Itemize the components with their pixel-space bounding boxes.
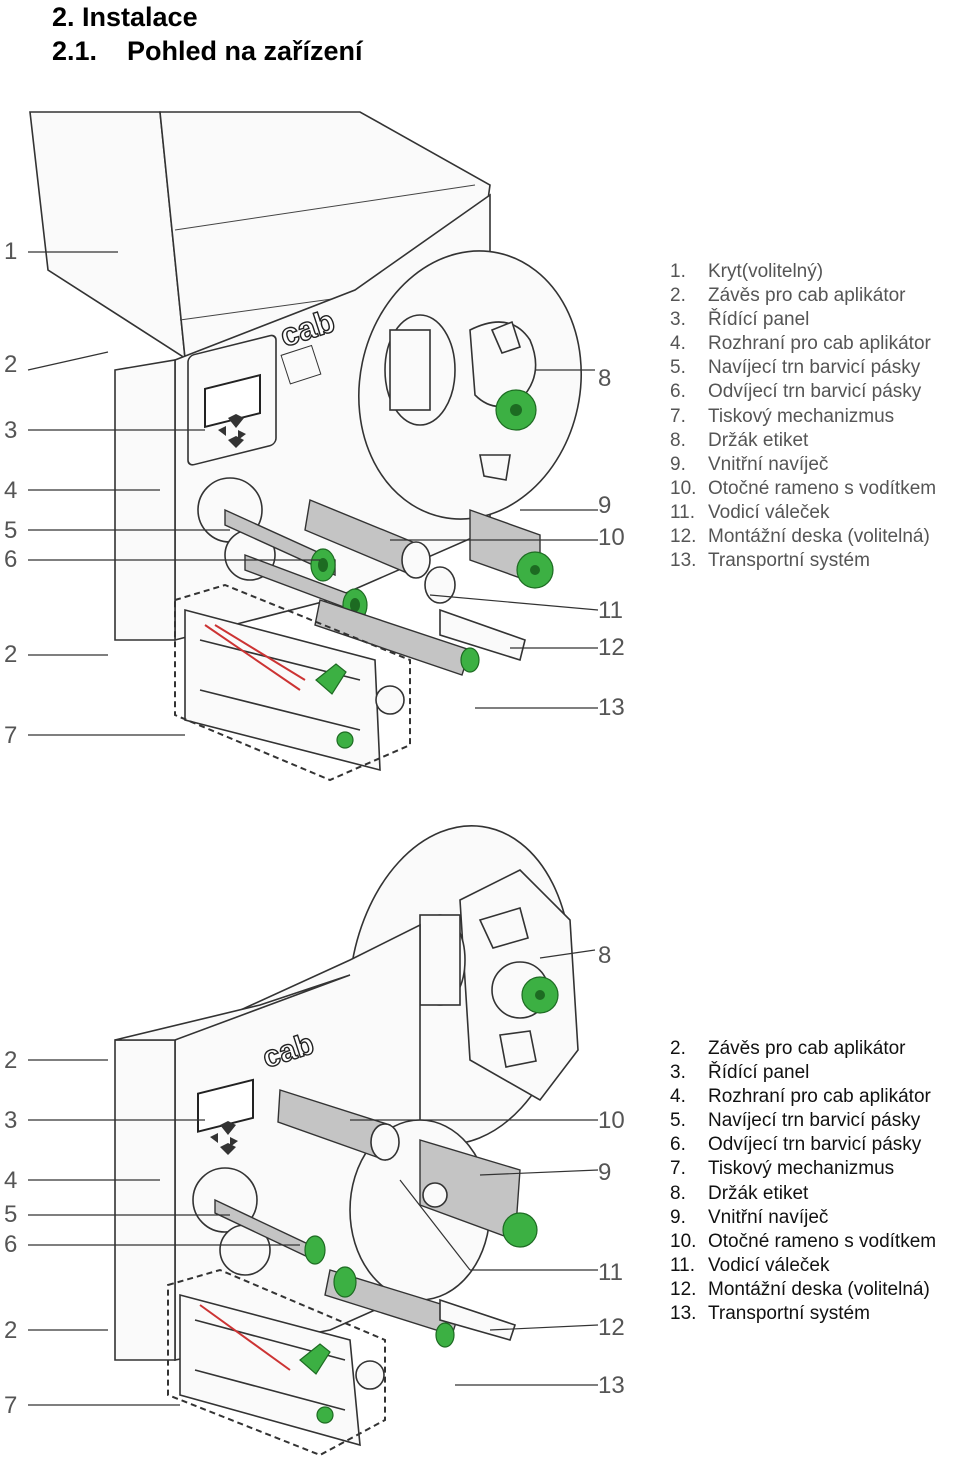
callout-10: 10 [598, 524, 625, 551]
figure-2-callouts: 2 3 4 5 6 2 7 8 10 9 11 12 13 [4, 942, 625, 1419]
callout-12: 12 [598, 634, 625, 661]
legend-item: 9.Vnitřní navíječ [670, 453, 829, 475]
callout-9: 9 [598, 492, 611, 519]
callout-13-f2: 13 [598, 1372, 625, 1399]
legend-item: 3.Řídící panel [670, 1062, 810, 1084]
callout-8-f2: 8 [598, 942, 611, 969]
legend-item: 8.Držák etiket [670, 429, 809, 451]
legend-item: 2.Závěs pro cab aplikátor [670, 1038, 906, 1059]
callout-11: 11 [598, 597, 623, 624]
spindles-part-2 [192, 1089, 538, 1348]
legend-item: 3.Řídící panel [670, 309, 810, 331]
figure-2-leaders [28, 949, 599, 1406]
callout-9-f2: 9 [598, 1159, 611, 1186]
callout-4: 4 [4, 477, 17, 504]
legend-item: 10.Otočné rameno s vodítkem [670, 477, 937, 499]
figure-1-device: cab [4, 111, 625, 782]
label-holder-part [358, 250, 582, 520]
print-mechanism-part [174, 583, 411, 782]
callout-5: 5 [4, 517, 17, 544]
legend-item: 9.Vnitřní navíječ [670, 1206, 829, 1228]
callout-7: 7 [4, 722, 17, 749]
legend-item: 13.Transportní systém [670, 550, 870, 572]
legend-item: 1.Kryt(volitelný) [670, 261, 824, 282]
legend-item: 5.Navíjecí trn barvicí pásky [670, 357, 921, 379]
subsection-title: Pohled na zařízení [127, 36, 363, 66]
section-heading: 2. Instalace [52, 2, 198, 32]
callout-6: 6 [4, 546, 17, 573]
callout-12-f2: 12 [598, 1314, 625, 1341]
subsection-number: 2.1. [52, 36, 98, 66]
callout-2b: 2 [4, 641, 17, 668]
callout-3-f2: 3 [4, 1107, 17, 1134]
callout-11-f2: 11 [598, 1259, 623, 1286]
legend-item: 7.Tiskový mechanizmus [670, 405, 895, 427]
legend-item: 4.Rozhraní pro cab aplikátor [670, 1086, 931, 1108]
callout-2: 2 [4, 351, 17, 378]
figure-1-callouts: 1 2 3 4 5 6 2 7 8 9 10 11 12 13 [4, 238, 625, 749]
legend-figure-1: 1.Kryt(volitelný) 2.Závěs pro cab apliká… [670, 260, 936, 573]
legend-item: 5.Navíjecí trn barvicí pásky [670, 1110, 921, 1132]
legend-item: 6.Odvíjecí trn barvicí pásky [670, 381, 922, 403]
legend-item: 7.Tiskový mechanizmus [670, 1158, 895, 1180]
callout-5-f2: 5 [4, 1201, 17, 1228]
legend-item: 2.Závěs pro cab aplikátor [670, 285, 906, 307]
legend-item: 11.Vodicí váleček [670, 501, 830, 523]
legend-item: 6.Odvíjecí trn barvicí pásky [670, 1134, 922, 1156]
legend-item: 4.Rozhraní pro cab aplikátor [670, 333, 931, 355]
callout-3: 3 [4, 417, 17, 444]
legend-item: 12.Montážní deska (volitelná) [670, 1278, 930, 1300]
callout-1: 1 [4, 238, 17, 265]
legend-item: 10.Otočné rameno s vodítkem [670, 1230, 937, 1252]
legend-item: 8.Držák etiket [670, 1182, 809, 1204]
figure-2-device: cab [4, 825, 625, 1457]
callout-2b-f2: 2 [4, 1317, 17, 1344]
callout-7-f2: 7 [4, 1392, 17, 1419]
legend-figure-2: 2.Závěs pro cab aplikátor 3.Řídící panel… [670, 1037, 936, 1326]
callout-4-f2: 4 [4, 1167, 17, 1194]
callout-13: 13 [598, 694, 625, 721]
spindles-part [197, 477, 554, 676]
figure-1-leaders [27, 251, 599, 736]
callout-2-f2: 2 [4, 1047, 17, 1074]
legend-item: 13.Transportní systém [670, 1303, 870, 1325]
subsection-heading: 2.1. Pohled na zařízení [52, 34, 363, 68]
legend-item: 11.Vodicí váleček [670, 1254, 830, 1276]
callout-6-f2: 6 [4, 1231, 17, 1258]
callout-10-f2: 10 [598, 1107, 625, 1134]
legend-item: 12.Montážní deska (volitelná) [670, 526, 930, 548]
callout-8: 8 [598, 365, 611, 392]
print-mechanism-part-2 [167, 1268, 386, 1457]
